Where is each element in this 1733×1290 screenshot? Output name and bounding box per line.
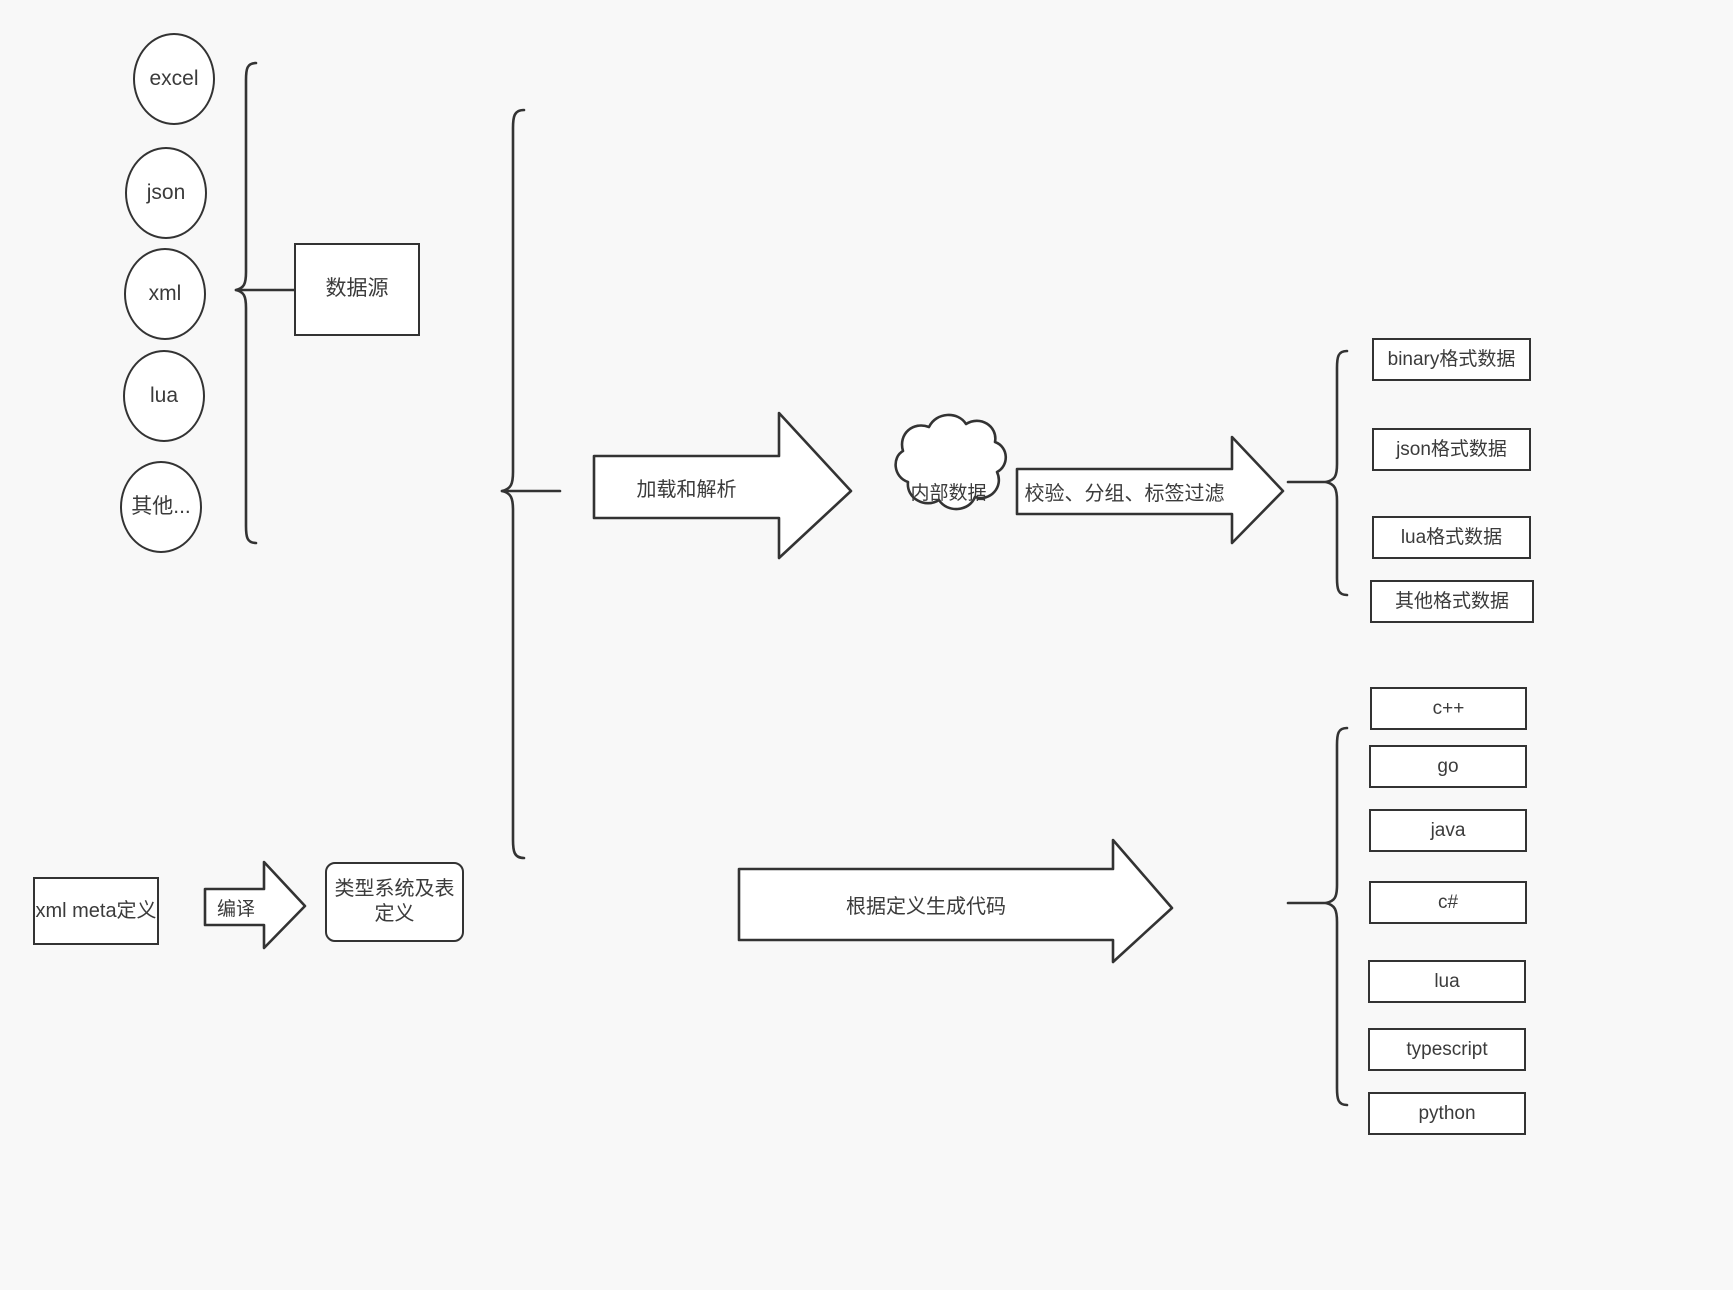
source-ellipse-label: json <box>146 180 186 204</box>
language-box-label: c# <box>1437 891 1459 913</box>
compile-arrow-label: 编译 <box>216 898 255 920</box>
output-box-label: binary格式数据 <box>1387 348 1516 370</box>
source-ellipse-other[interactable]: 其他... <box>120 461 202 553</box>
language-box-cpp[interactable]: c++ <box>1370 687 1527 730</box>
type-system-label: 类型系统及表定义 <box>334 878 455 925</box>
language-box-label: go <box>1437 755 1459 777</box>
source-ellipse-label: xml <box>148 281 182 305</box>
validate-group-filter-arrow-label: 校验、分组、标签过滤 <box>1024 483 1225 505</box>
xml-meta-definition-label: xml meta定义 <box>35 899 157 922</box>
xml-meta-definition-box[interactable]: xml meta定义 <box>33 877 159 945</box>
language-box-label: lua <box>1434 970 1460 992</box>
type-system-box[interactable]: 类型系统及表定义 <box>325 862 464 942</box>
output-box-label: json格式数据 <box>1396 438 1507 460</box>
source-group-brace <box>234 61 258 545</box>
language-box-csharp[interactable]: c# <box>1369 881 1527 924</box>
output-box-lua[interactable]: lua格式数据 <box>1372 516 1531 559</box>
data-source-label: 数据源 <box>325 277 389 301</box>
source-ellipse-label: 其他... <box>131 494 191 518</box>
input-group-brace <box>500 108 526 860</box>
internal-data-cloud-label: 内部数据 <box>910 482 987 504</box>
language-box-typescript[interactable]: typescript <box>1368 1028 1526 1071</box>
output-box-json[interactable]: json格式数据 <box>1372 428 1531 471</box>
source-ellipse-json[interactable]: json <box>125 147 207 239</box>
language-box-go[interactable]: go <box>1369 745 1527 788</box>
language-box-java[interactable]: java <box>1369 809 1527 852</box>
load-and-parse-arrow-label: 加载和解析 <box>636 478 737 501</box>
source-ellipse-label: lua <box>149 383 179 407</box>
language-box-label: c++ <box>1432 697 1465 719</box>
source-ellipse-label: excel <box>149 66 199 90</box>
language-box-label: python <box>1418 1102 1476 1124</box>
output-box-label: lua格式数据 <box>1400 526 1503 548</box>
language-box-lua[interactable]: lua <box>1368 960 1526 1003</box>
output-box-label: 其他格式数据 <box>1394 590 1509 612</box>
language-box-python[interactable]: python <box>1368 1092 1526 1135</box>
language-box-label: typescript <box>1406 1038 1488 1060</box>
language-box-label: java <box>1430 819 1466 841</box>
generate-code-arrow-label: 根据定义生成代码 <box>846 896 1006 918</box>
language-group-brace <box>1324 726 1349 1107</box>
output-box-other[interactable]: 其他格式数据 <box>1370 580 1534 623</box>
output-box-binary[interactable]: binary格式数据 <box>1372 338 1531 381</box>
source-ellipse-excel[interactable]: excel <box>133 33 215 125</box>
data-source-box[interactable]: 数据源 <box>294 243 420 336</box>
output-group-brace <box>1324 349 1349 597</box>
source-ellipse-xml[interactable]: xml <box>124 248 206 340</box>
source-ellipse-lua[interactable]: lua <box>123 350 205 442</box>
